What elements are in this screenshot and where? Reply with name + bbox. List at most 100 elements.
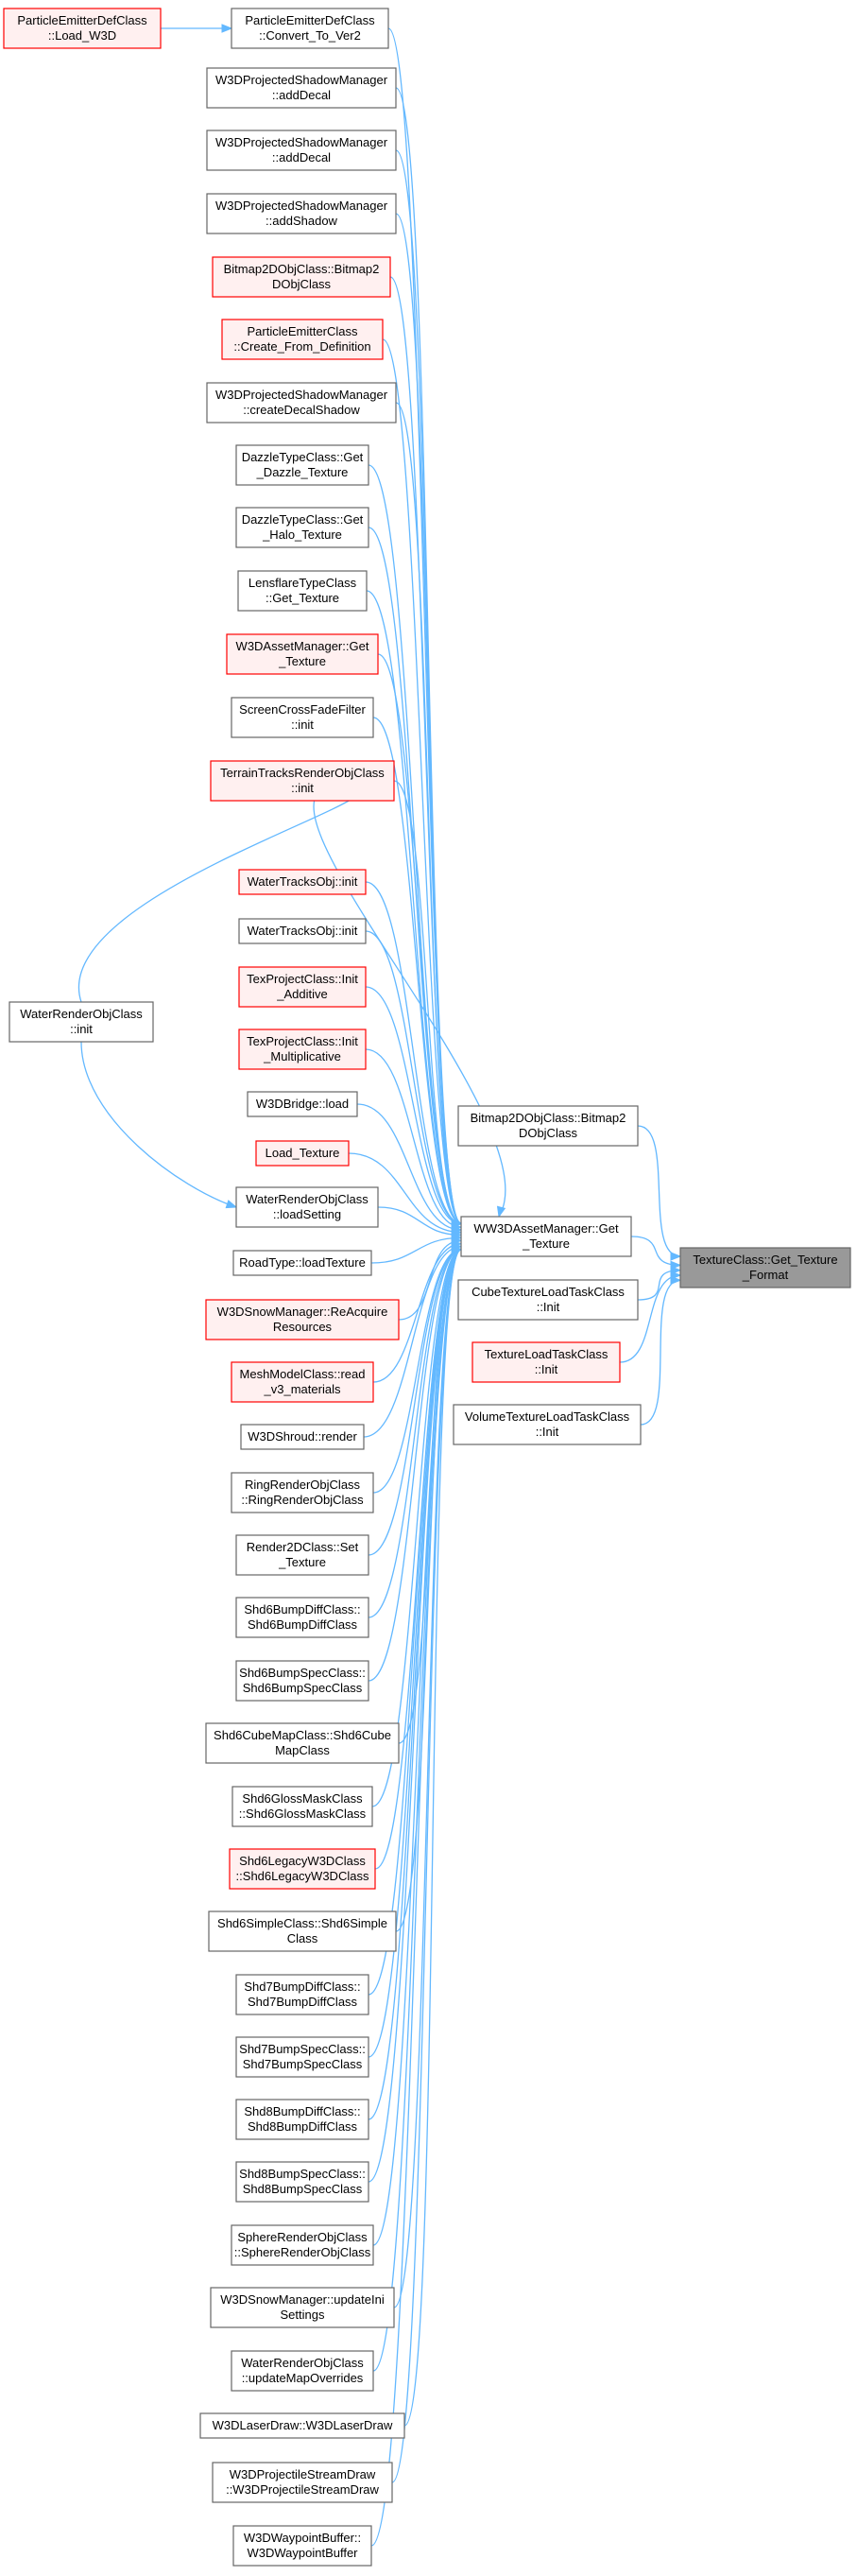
- node-texproj_add[interactable]: TexProjectClass::Init_Additive: [238, 966, 367, 1008]
- node-box: [206, 382, 397, 424]
- node-w3dbridge[interactable]: W3DBridge::load: [247, 1091, 358, 1117]
- node-texture_get_format[interactable]: TextureClass::Get_Texture_Format: [679, 1247, 851, 1288]
- node-volumetexture[interactable]: VolumeTextureLoadTaskClass::Init: [453, 1404, 642, 1445]
- node-box: [247, 1091, 358, 1117]
- edge-w3dshroud-to-ww3dam_get: [363, 1245, 462, 1438]
- node-label-line: RoadType::loadTexture: [239, 1255, 366, 1270]
- node-dazzle_get[interactable]: DazzleTypeClass::Get_Dazzle_Texture: [235, 444, 369, 486]
- node-w3dpsm_adddecal1[interactable]: W3DProjectedShadowManager::addDecal: [206, 67, 397, 109]
- node-w3dprojstream[interactable]: W3DProjectileStreamDraw::W3DProjectileSt…: [212, 2462, 393, 2503]
- edge-render2d-to-ww3dam_get: [368, 1249, 462, 1556]
- node-texproj_mul[interactable]: TexProjectClass::Init_Multiplicative: [238, 1029, 367, 1070]
- node-bitmap2d_ctor_red[interactable]: Bitmap2DObjClass::Bitmap2DObjClass: [212, 256, 391, 298]
- node-label-line: Shd6BumpDiffClass::: [244, 1602, 360, 1616]
- node-box: [206, 67, 397, 109]
- node-w3dshroud[interactable]: W3DShroud::render: [240, 1424, 365, 1450]
- edge-arrow-waterrender_init-to-waterrender_loadsetting: [225, 1200, 238, 1209]
- node-shd7bumpspec[interactable]: Shd7BumpSpecClass::Shd7BumpSpecClass: [235, 2036, 369, 2078]
- node-ww3dam_get[interactable]: WW3DAssetManager::Get_Texture: [460, 1216, 632, 1257]
- node-box: [205, 1299, 400, 1340]
- node-terraintracks[interactable]: TerrainTracksRenderObjClass::init: [210, 760, 395, 802]
- node-box: [212, 2462, 393, 2503]
- node-pedc_convert[interactable]: ParticleEmitterDefClass::Convert_To_Ver2: [231, 8, 389, 49]
- node-pedc_load_w3d[interactable]: ParticleEmitterDefClass::Load_W3D: [3, 8, 162, 49]
- node-label-line: ::Create_From_Definition: [233, 339, 370, 354]
- node-shd6bumpdiff[interactable]: Shd6BumpDiffClass::Shd6BumpDiffClass: [235, 1597, 369, 1638]
- node-box: [206, 130, 397, 171]
- node-w3dpsm_createdecal[interactable]: W3DProjectedShadowManager::createDecalSh…: [206, 382, 397, 424]
- edge-waterrender_loadsetting-to-ww3dam_get: [377, 1206, 462, 1236]
- node-label-line: W3DLaserDraw::W3DLaserDraw: [213, 2418, 393, 2432]
- node-screencross[interactable]: ScreenCrossFadeFilter::init: [231, 697, 374, 738]
- node-load_texture[interactable]: Load_Texture: [255, 1140, 350, 1167]
- node-pec_create[interactable]: ParticleEmitterClass::Create_From_Defini…: [221, 319, 384, 360]
- node-w3dam_get[interactable]: W3DAssetManager::Get_Texture: [226, 633, 379, 675]
- node-label-line: W3DProjectedShadowManager: [215, 388, 388, 402]
- node-label-line: ::W3DProjectileStreamDraw: [226, 2482, 379, 2497]
- edge-arrow-bitmap2d_ctor-to-texture_get_format: [670, 1252, 682, 1261]
- node-label-line: W3DWaypointBuffer: [247, 2546, 358, 2560]
- node-label-line: TextureLoadTaskClass: [485, 1347, 608, 1361]
- node-label-line: RingRenderObjClass: [245, 1478, 361, 1492]
- node-render2d[interactable]: Render2DClass::Set_Texture: [235, 1534, 369, 1576]
- node-shd6glossmask[interactable]: Shd6GlossMaskClass::Shd6GlossMaskClass: [231, 1786, 373, 1827]
- node-shd8bumpdiff[interactable]: Shd8BumpDiffClass::Shd8BumpDiffClass: [235, 2099, 369, 2140]
- node-label-line: ::updateMapOverrides: [242, 2371, 364, 2385]
- node-label-line: W3DProjectedShadowManager: [215, 135, 388, 149]
- node-box: [471, 1341, 621, 1383]
- node-sphererender[interactable]: SphereRenderObjClass::SphereRenderObjCla…: [231, 2224, 374, 2266]
- node-waterrender_init[interactable]: WaterRenderObjClass::init: [9, 1001, 154, 1043]
- node-cubetexture[interactable]: CubeTextureLoadTaskClass::Init: [457, 1279, 639, 1321]
- node-watertracks1[interactable]: WaterTracksObj::init: [238, 869, 367, 895]
- edge-screencross-to-ww3dam_get: [372, 717, 462, 1224]
- edge-load_texture-to-ww3dam_get: [348, 1152, 462, 1234]
- node-box: [240, 1424, 365, 1450]
- node-roadtype[interactable]: RoadType::loadTexture: [232, 1250, 372, 1276]
- node-shd6bumpspec[interactable]: Shd6BumpSpecClass::Shd6BumpSpecClass: [235, 1660, 369, 1702]
- edge-shd8bumpdiff-to-ww3dam_get: [368, 1249, 462, 2120]
- node-box: [255, 1140, 350, 1167]
- node-w3dpsm_addshadow[interactable]: W3DProjectedShadowManager::addShadow: [206, 193, 397, 234]
- node-w3dlaserdraw[interactable]: W3DLaserDraw::W3DLaserDraw: [199, 2412, 405, 2439]
- node-w3dpsm_adddecal2[interactable]: W3DProjectedShadowManager::addDecal: [206, 130, 397, 171]
- node-label-line: Shd7BumpSpecClass: [243, 2057, 363, 2071]
- edge-texproj_mul-to-ww3dam_get: [365, 1048, 462, 1228]
- node-shd6simple[interactable]: Shd6SimpleClass::Shd6SimpleClass: [208, 1910, 397, 1952]
- node-shd6cubemap[interactable]: Shd6CubeMapClass::Shd6CubeMapClass: [205, 1722, 400, 1764]
- node-label-line: Shd6BumpSpecClass::: [239, 1666, 366, 1680]
- edge-roadtype-to-ww3dam_get: [370, 1236, 462, 1264]
- node-label-line: W3DWaypointBuffer::: [244, 2531, 361, 2545]
- node-box: [231, 1472, 374, 1513]
- edge-terraintracks-to-ww3dam_get: [393, 780, 462, 1224]
- node-shd8bumpspec[interactable]: Shd8BumpSpecClass::Shd8BumpSpecClass: [235, 2161, 369, 2203]
- node-shd7bumpdiff[interactable]: Shd7BumpDiffClass::Shd7BumpDiffClass: [235, 1974, 369, 2015]
- node-box: [235, 1974, 369, 2015]
- node-label-line: _Texture: [278, 1555, 326, 1569]
- node-meshmodel_read[interactable]: MeshModelClass::read_v3_materials: [231, 1361, 374, 1403]
- node-box: [210, 2287, 395, 2328]
- node-label-line: CubeTextureLoadTaskClass: [471, 1285, 625, 1299]
- node-lensflare[interactable]: LensflareTypeClass::Get_Texture: [237, 570, 368, 612]
- edge-arrow-w3dwaypoint-to-ww3dam_get: [451, 1245, 463, 1254]
- edge-arrow-pedc_load_w3d-to-pedc_convert: [221, 24, 233, 33]
- node-shd6legacy[interactable]: Shd6LegacyW3DClass::Shd6LegacyW3DClass: [229, 1848, 376, 1890]
- node-waterrender_updatemap[interactable]: WaterRenderObjClass::updateMapOverrides: [231, 2350, 374, 2392]
- node-textureload[interactable]: TextureLoadTaskClass::Init: [471, 1341, 621, 1383]
- node-label-line: W3DSnowManager::ReAcquire: [217, 1305, 388, 1319]
- node-bitmap2d_ctor[interactable]: Bitmap2DObjClass::Bitmap2DObjClass: [457, 1105, 639, 1147]
- node-label-line: Shd7BumpSpecClass::: [239, 2042, 366, 2056]
- node-label-line: ::init: [291, 781, 314, 795]
- node-ringrender[interactable]: RingRenderObjClass::RingRenderObjClass: [231, 1472, 374, 1513]
- node-label-line: W3DBridge::load: [256, 1097, 349, 1111]
- node-label-line: WaterTracksObj::init: [248, 874, 358, 889]
- node-watertracks2[interactable]: WaterTracksObj::init: [238, 918, 367, 944]
- node-dazzle_halo[interactable]: DazzleTypeClass::Get_Halo_Texture: [235, 507, 369, 548]
- node-w3dwaypoint[interactable]: W3DWaypointBuffer::W3DWaypointBuffer: [232, 2525, 372, 2567]
- node-label-line: _Texture: [278, 654, 326, 668]
- node-waterrender_loadsetting[interactable]: WaterRenderObjClass::loadSetting: [235, 1186, 379, 1228]
- node-label-line: W3DShroud::render: [248, 1429, 357, 1444]
- edge-shd6glossmask-to-ww3dam_get: [371, 1249, 462, 1807]
- node-label-line: ::addShadow: [266, 214, 338, 228]
